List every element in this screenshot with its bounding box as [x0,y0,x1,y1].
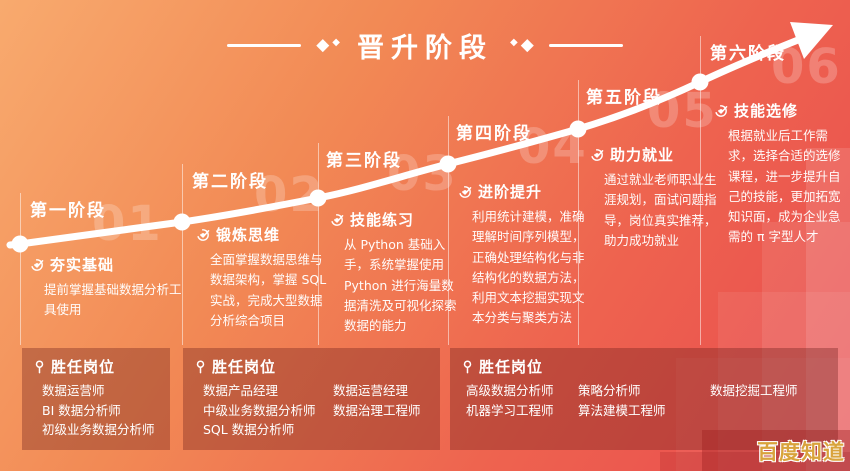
target-check-icon [196,228,210,242]
target-check-icon [330,213,344,227]
target-check-icon [30,258,44,272]
job-item: 中级业务数据分析师 [203,402,316,418]
job-item: BI 数据分析师 [42,402,121,418]
jobs-panel-title-row: 胜任岗位 [34,356,115,377]
stage-heading-text: 技能选修 [734,102,799,120]
jobs-panel-column: 高级数据分析师机器学习工程师 [466,381,554,420]
job-item: 算法建模工程师 [578,402,666,418]
target-check-icon [714,104,728,118]
pin-icon [195,359,206,374]
stage-body-text: 通过就业老师职业生涯规划，面试问题指导，岗位真实推荐，助力成功就业 [604,172,717,248]
title-divider-line [548,44,623,47]
jobs-panel-column: 数据运营师 BI 数据分析师初级业务数据分析师 [42,381,155,440]
jobs-panel-column: 数据运营经理数据治理工程师 [333,381,421,420]
stage-label: 第四阶段 [456,124,532,144]
jobs-panel: 胜任岗位高级数据分析师机器学习工程师策略分析师算法建模工程师数据挖掘工程师 [450,348,838,450]
stage-heading: 夯实基础 [30,254,114,275]
target-check-icon [458,185,472,199]
watermark: 百度知道 [757,440,845,464]
jobs-panel: 胜任岗位数据运营师 BI 数据分析师初级业务数据分析师 [22,348,170,450]
job-item: 高级数据分析师 [466,383,554,398]
job-item: 策略分析师 [578,383,641,398]
stage-heading: 锻炼思维 [196,224,280,245]
job-item: 数据治理工程师 [333,402,421,418]
stage-heading-text: 进阶提升 [478,183,543,201]
jobs-panel-title: 胜任岗位 [212,358,277,376]
staircase-step [762,222,850,471]
target-check-icon [590,148,604,162]
staircase-step [676,358,850,471]
stage-body-text: 利用统计建模，准确理解时间序列模型，正确处理结构化与非结构化的数据方法，利用文本… [472,209,585,326]
jobs-panel-title: 胜任岗位 [479,358,544,376]
job-item: 初级业务数据分析师 [42,422,155,437]
stage-heading: 技能选修 [714,100,798,121]
stage-label: 第五阶段 [586,88,662,108]
job-item: 数据运营师 [42,383,105,398]
job-item: 数据挖掘工程师 [710,383,798,398]
stage-body-text: 从 Python 基础入手，系统掌握使用 Python 进行海量数据清洗及可视化… [344,237,457,333]
stage-body-text: 根据就业后工作需求，选择合适的选修课程，进一步提升自己的技能，更加拓宽知识面，成… [728,128,841,245]
staircase-step [718,292,850,471]
stage-heading-text: 夯实基础 [50,256,115,274]
title-divider-line [227,44,302,47]
job-item: SQL 数据分析师 [203,422,295,437]
stage-label: 第一阶段 [30,201,106,221]
jobs-panel: 胜任岗位数据产品经理中级业务数据分析师 SQL 数据分析师 数据运营经理数据治理工程… [183,348,440,450]
stage-heading-text: 技能练习 [350,211,415,229]
jobs-panel-title: 胜任岗位 [51,358,116,376]
job-item: 数据产品经理 [203,383,279,398]
job-item: 机器学习工程师 [466,402,554,418]
jobs-panel-title-row: 胜任岗位 [195,356,276,377]
jobs-panel-column: 数据产品经理中级业务数据分析师 SQL 数据分析师 [203,381,316,440]
job-item: 数据运营经理 [333,383,409,398]
pin-icon [34,359,45,374]
watermark-band [702,430,850,471]
stage-divider [182,164,183,345]
jobs-panel-column: 数据挖掘工程师 [710,381,798,401]
stage-body-text: 提前掌握基础数据分析工具使用 [44,282,182,318]
double-diamond-icon: ◆◆ [316,35,340,55]
watermark-band [660,452,850,471]
stage-body-text: 全面掌握数据思维与数据架构，掌握 SQL 实战，完成大型数据分析综合项目 [210,252,327,328]
stage-heading: 助力就业 [590,144,674,165]
double-diamond-icon: ◆◆ [510,35,534,55]
staircase-step [806,148,850,471]
stage-heading: 技能练习 [330,209,414,230]
page-title: 晋升阶段 [357,33,493,64]
stage-heading: 进阶提升 [458,181,542,202]
jobs-panel-column: 策略分析师算法建模工程师 [578,381,666,420]
stage-label: 第三阶段 [326,151,402,171]
stage-label: 第二阶段 [192,172,268,192]
pin-icon [462,359,473,374]
jobs-panel-title-row: 胜任岗位 [462,356,543,377]
stage-heading-text: 助力就业 [610,146,675,164]
page-title-row: ◆◆ 晋升阶段 ◆◆ [0,26,850,65]
stage-divider [20,193,21,345]
stage-heading-text: 锻炼思维 [216,226,281,244]
